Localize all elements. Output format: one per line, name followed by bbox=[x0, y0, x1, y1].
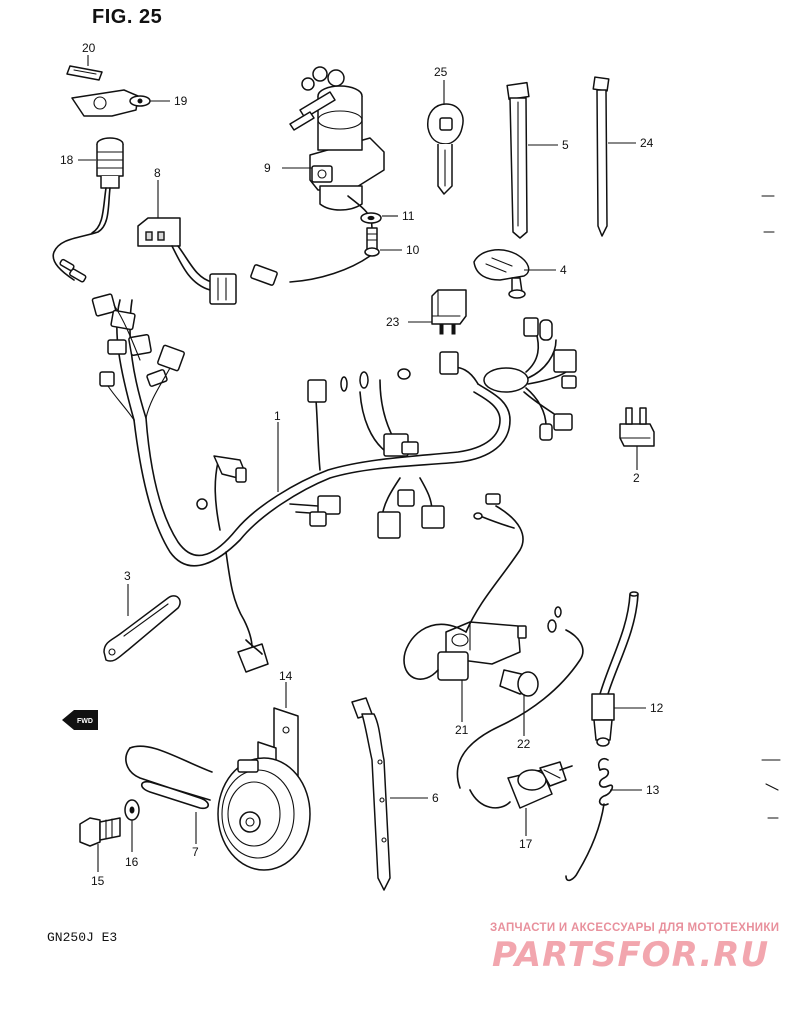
callout-9: 9 bbox=[264, 161, 271, 175]
part-8-connector[interactable] bbox=[137, 217, 237, 305]
callout-12: 12 bbox=[650, 701, 664, 715]
watermark-logo: PARTSFOR.RU bbox=[492, 935, 770, 975]
part-22-screw[interactable] bbox=[499, 669, 539, 697]
part-23-relay[interactable] bbox=[431, 289, 467, 335]
part-12-switch[interactable] bbox=[591, 591, 639, 747]
part-13-spring[interactable] bbox=[565, 757, 614, 882]
part-19-bracket[interactable] bbox=[71, 89, 151, 117]
part-11-washer[interactable] bbox=[360, 212, 382, 224]
leader-lines bbox=[78, 55, 646, 872]
part-3-strap[interactable] bbox=[103, 595, 181, 662]
callout-18: 18 bbox=[60, 153, 74, 167]
part-24-cable-tie[interactable] bbox=[592, 76, 610, 237]
callout-24: 24 bbox=[640, 136, 654, 150]
callout-8: 8 bbox=[154, 166, 161, 180]
callout-25: 25 bbox=[434, 65, 448, 79]
callout-4: 4 bbox=[560, 263, 567, 277]
callout-10: 10 bbox=[406, 243, 420, 257]
fwd-arrow-icon: FWD bbox=[62, 710, 98, 730]
part-9-ignition-switch[interactable] bbox=[289, 66, 385, 229]
callout-16: 16 bbox=[125, 855, 139, 869]
figure-title: FIG. 25 bbox=[92, 6, 163, 28]
part-18-lamp-switch[interactable] bbox=[52, 137, 124, 283]
horn[interactable] bbox=[217, 757, 311, 871]
part-10-screw[interactable] bbox=[364, 227, 380, 257]
part-16-washer[interactable] bbox=[124, 799, 140, 821]
part-20-label[interactable] bbox=[66, 65, 103, 81]
callout-1: 1 bbox=[274, 409, 281, 423]
callout-23: 23 bbox=[386, 315, 400, 329]
callout-7: 7 bbox=[192, 845, 199, 859]
part-6-band[interactable] bbox=[351, 697, 391, 891]
callout-labels: 20 19 18 8 9 11 10 25 5 24 4 23 2 1 3 14… bbox=[60, 41, 664, 888]
model-code: GN250J E3 bbox=[47, 930, 118, 945]
svg-text:FWD: FWD bbox=[77, 718, 93, 725]
part-15-bolt[interactable] bbox=[79, 817, 121, 847]
watermark-tagline: ЗАПЧАСТИ И АКСЕССУАРЫ ДЛЯ МОТОТЕХНИКИ bbox=[490, 922, 780, 934]
scan-marks bbox=[761, 195, 781, 819]
callout-3: 3 bbox=[124, 569, 131, 583]
part-7-lead-wire[interactable] bbox=[125, 745, 213, 810]
part-21-switch[interactable] bbox=[403, 621, 527, 681]
callout-22: 22 bbox=[517, 737, 531, 751]
part-4-clamp[interactable] bbox=[473, 249, 530, 299]
callout-11: 11 bbox=[402, 209, 415, 223]
part-25-key[interactable] bbox=[427, 103, 464, 195]
part-17-switch[interactable] bbox=[456, 606, 584, 809]
part-2-fuse[interactable] bbox=[619, 407, 655, 447]
callout-13: 13 bbox=[646, 783, 660, 797]
ignition-lead bbox=[250, 255, 371, 286]
callout-6: 6 bbox=[432, 791, 439, 805]
switch-leads bbox=[465, 493, 524, 633]
part-5-cable-tie[interactable] bbox=[506, 81, 530, 239]
callout-21: 21 bbox=[455, 723, 469, 737]
part-1-wiring-harness[interactable] bbox=[91, 293, 577, 673]
callout-15: 15 bbox=[91, 874, 105, 888]
callout-14: 14 bbox=[279, 669, 293, 683]
callout-19: 19 bbox=[174, 94, 188, 108]
callout-20: 20 bbox=[82, 41, 96, 55]
callout-17: 17 bbox=[519, 837, 533, 851]
callout-2: 2 bbox=[633, 471, 640, 485]
callout-5: 5 bbox=[562, 138, 569, 152]
